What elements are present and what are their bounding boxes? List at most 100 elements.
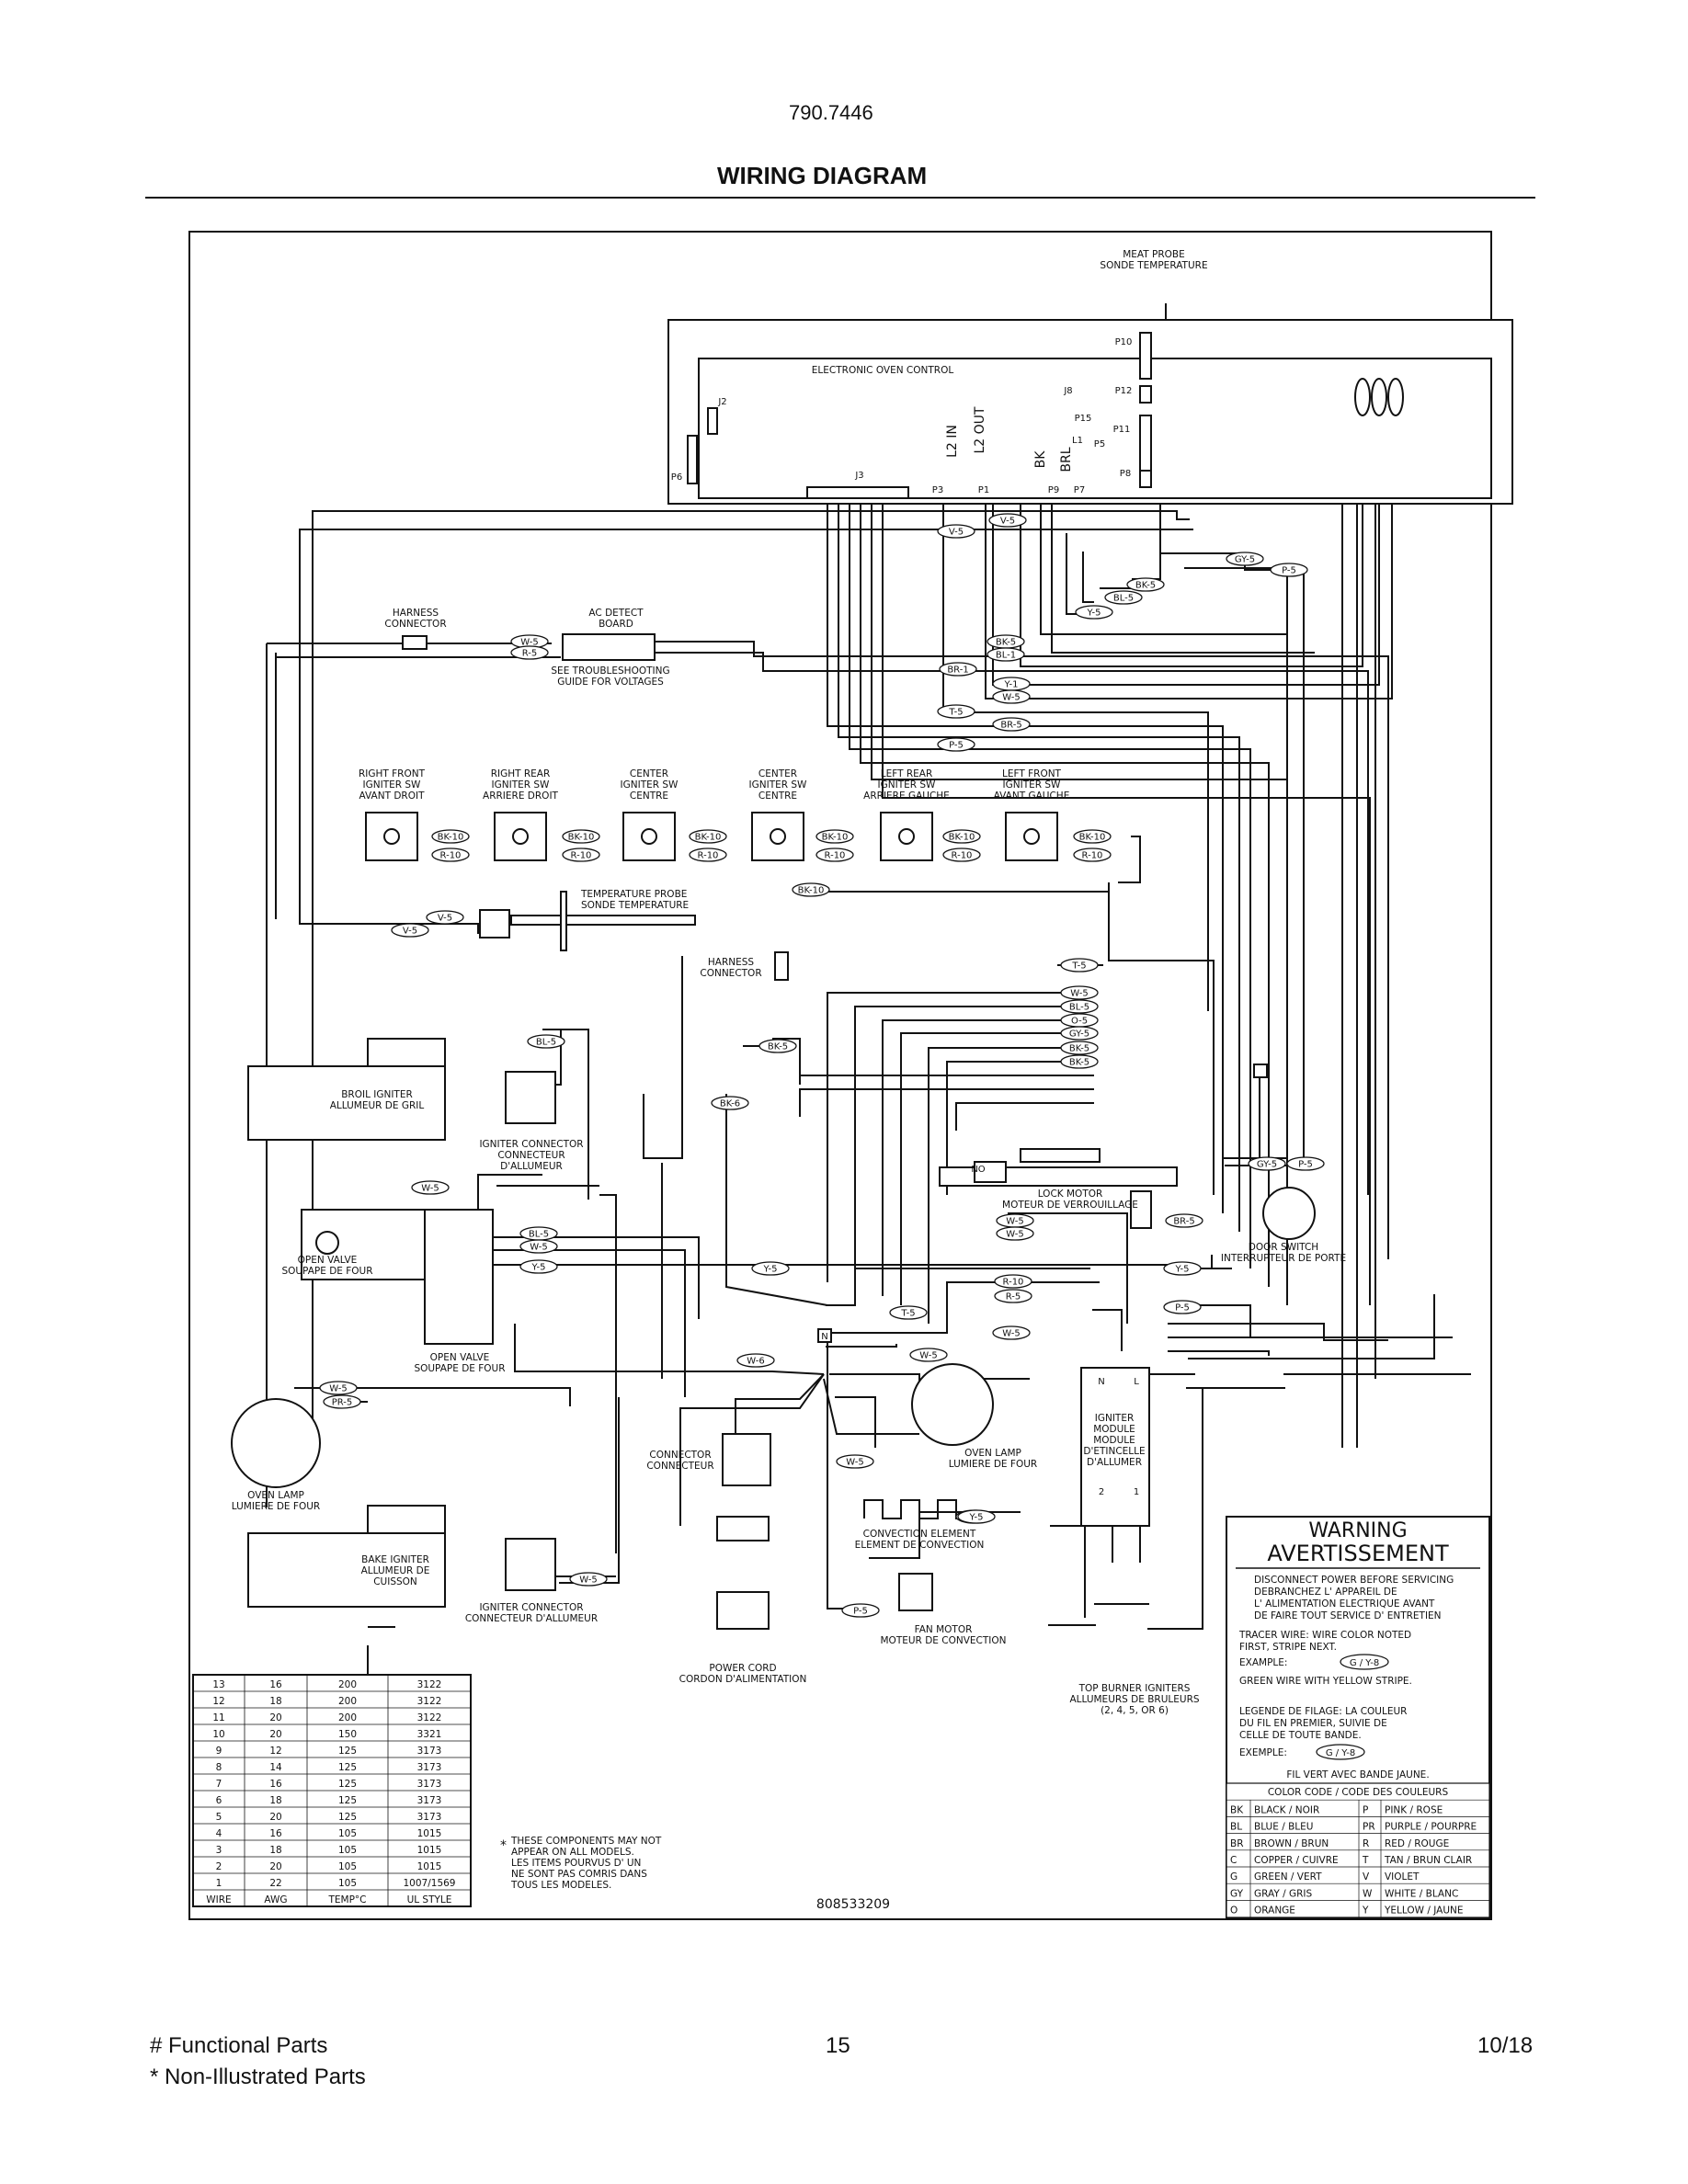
wire-tag: BK-10 bbox=[689, 829, 727, 844]
components-note: APPEAR ON ALL MODELS. bbox=[511, 1847, 634, 1858]
warning-line: L' ALIMENTATION ELECTRIQUE AVANT bbox=[1254, 1598, 1435, 1610]
door-switch bbox=[1262, 1187, 1316, 1240]
wire bbox=[514, 1324, 825, 1375]
wire-tag-text: GY-5 bbox=[1257, 1160, 1277, 1170]
wire-table-cell: 14 bbox=[269, 1762, 282, 1773]
wire bbox=[829, 1373, 920, 1383]
eoc-inner-outline bbox=[698, 358, 1492, 499]
wire-table-cell: 125 bbox=[338, 1779, 357, 1790]
power-cord-plug bbox=[716, 1591, 770, 1630]
wire bbox=[482, 1249, 686, 1397]
wire-tag-oval bbox=[992, 689, 1031, 704]
wire-tag: R-10 bbox=[562, 847, 600, 862]
harness-connector-mid bbox=[774, 951, 789, 981]
color-code-name: BLUE / BLEU bbox=[1254, 1822, 1313, 1833]
wire-table-cell: 1015 bbox=[417, 1861, 442, 1872]
wire-table-cell: 200 bbox=[338, 1712, 357, 1723]
igniter-switch-label: AVANT GAUCHE bbox=[994, 791, 1070, 802]
ac-detect-note: SEE TROUBLESHOOTING bbox=[551, 665, 669, 677]
wire-tag-text: Y-1 bbox=[1004, 680, 1019, 690]
wire-table-cell: 200 bbox=[338, 1696, 357, 1707]
wire bbox=[1188, 1294, 1435, 1359]
ac-detect-note: GUIDE FOR VOLTAGES bbox=[557, 677, 664, 688]
wire-tag-oval bbox=[1126, 577, 1165, 592]
wire-table-cell: 7 bbox=[216, 1779, 222, 1790]
igniter-module-label: D'ETINCELLE bbox=[1083, 1446, 1145, 1457]
color-code-header: COLOR CODE / CODE DES COULEURS bbox=[1268, 1787, 1449, 1798]
wire-tag: BK-10 bbox=[792, 882, 830, 897]
temp-probe-rod bbox=[510, 915, 696, 926]
wire-tag-oval bbox=[1060, 1026, 1099, 1041]
wire-tag-oval bbox=[1226, 552, 1264, 566]
wire-tag: R-10 bbox=[815, 847, 854, 862]
wire bbox=[559, 1397, 620, 1584]
wire-tag: R-10 bbox=[689, 847, 727, 862]
igniter-module bbox=[1080, 1367, 1150, 1527]
wire-tag-text: BK-10 bbox=[822, 833, 849, 843]
wire bbox=[827, 992, 1094, 1282]
eoc-pin-label: BK bbox=[1033, 450, 1048, 469]
wire-tag: BK-10 bbox=[1073, 829, 1112, 844]
wire-tag-text: R-10 bbox=[825, 851, 846, 861]
wire-runs bbox=[266, 303, 1471, 1690]
wire-table-header: UL STYLE bbox=[407, 1894, 452, 1905]
wire-tag-text: V-5 bbox=[949, 528, 964, 538]
wire-tag-text: R-10 bbox=[440, 851, 462, 861]
harness-connector-top-label: CONNECTOR bbox=[384, 619, 446, 630]
lock-motor-arm bbox=[1020, 1148, 1101, 1163]
wire-tag: Y-5 bbox=[751, 1261, 790, 1276]
wire-table-cell: 13 bbox=[212, 1679, 224, 1690]
wire bbox=[772, 1038, 801, 1085]
power-cord-label: POWER CORD bbox=[709, 1663, 776, 1674]
module-pin-label: 2 bbox=[1099, 1487, 1104, 1497]
eoc-pin-label: P11 bbox=[1113, 425, 1131, 435]
probe-plug-0 bbox=[1354, 378, 1371, 416]
neutral-junction bbox=[817, 1328, 832, 1343]
eoc-pin-label: J8 bbox=[1063, 386, 1072, 396]
color-code-name: PINK / ROSE bbox=[1385, 1804, 1443, 1815]
splice-point bbox=[1253, 1064, 1268, 1078]
neutral-junction-label: N bbox=[821, 1332, 827, 1342]
wire-table-cell: 3 bbox=[216, 1845, 222, 1856]
wire-tag: W-5 bbox=[1060, 985, 1099, 1000]
wire bbox=[1179, 422, 1343, 1448]
wire-tag-text: W-5 bbox=[1006, 1217, 1023, 1227]
wire bbox=[1050, 1525, 1086, 1618]
broil-igniter-label: ALLUMEUR DE GRIL bbox=[330, 1100, 425, 1111]
open-valve-1-port bbox=[315, 1231, 339, 1255]
wire-tag-oval bbox=[1286, 1156, 1325, 1171]
wire-tag-oval bbox=[815, 847, 854, 862]
wire-tag: GY-5 bbox=[1248, 1156, 1286, 1171]
wire-table-cell: 1015 bbox=[417, 1845, 442, 1856]
wire bbox=[985, 414, 1393, 700]
eoc-pin-label: J3 bbox=[854, 471, 863, 481]
wire-tag-text: T-5 bbox=[900, 1309, 915, 1319]
wire-tag: W-6 bbox=[736, 1353, 775, 1368]
wire-tag: BK-10 bbox=[431, 829, 470, 844]
wire-tag: BK-5 bbox=[1126, 577, 1165, 592]
wire-tag-text: R-10 bbox=[571, 851, 592, 861]
wire-table-cell: 3173 bbox=[417, 1795, 442, 1806]
wire-table-cell: 16 bbox=[269, 1679, 282, 1690]
wire-tag-text: PR-5 bbox=[332, 1398, 353, 1408]
broil-igniter-tab bbox=[367, 1038, 446, 1067]
warning-title: WARNING bbox=[1308, 1519, 1407, 1542]
wire-tag: P-5 bbox=[1286, 1156, 1325, 1171]
igniter-switch-label: LEFT REAR bbox=[881, 768, 933, 779]
color-code-abbr: O bbox=[1230, 1905, 1237, 1917]
igniter-module-label: D'ALLUMER bbox=[1087, 1457, 1142, 1468]
igniter-switch-label: RIGHT REAR bbox=[491, 768, 551, 779]
eoc-pin-label: P5 bbox=[1094, 439, 1105, 449]
color-code-name: VIOLET bbox=[1385, 1871, 1420, 1883]
wire-tag-text: R-10 bbox=[698, 851, 719, 861]
wire-tag-text: Y-5 bbox=[1087, 609, 1101, 619]
wire-tag: R-10 bbox=[942, 847, 981, 862]
igniter-switch-label: IGNITER SW bbox=[1003, 779, 1062, 791]
wire bbox=[644, 652, 1369, 1195]
legende-line: LEGENDE DE FILAGE: LA COULEUR bbox=[1239, 1706, 1407, 1717]
ac-detect-label: AC DETECT bbox=[588, 608, 644, 619]
color-code-name: COPPER / CUIVRE bbox=[1254, 1855, 1339, 1866]
wire bbox=[992, 414, 1380, 686]
color-code-name: TAN / BRUN CLAIR bbox=[1384, 1855, 1472, 1866]
